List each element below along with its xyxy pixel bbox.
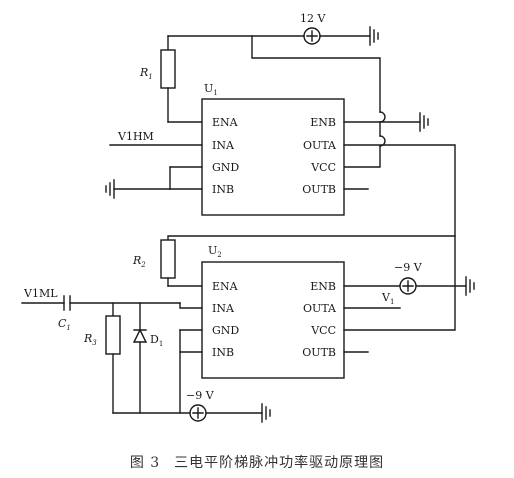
label-v1ml: V1ML [23,287,58,300]
ground-icon-u1-enb [419,112,429,132]
label-u1: U1 [204,82,218,97]
figure-title: 三电平阶梯脉冲功率驱动原理图 [174,455,385,471]
wire-hop-2 [379,135,386,147]
u2-pin-gnd: GND [212,324,239,337]
resistor-r2 [160,239,176,279]
resistor-r3 [105,315,121,355]
figure-caption: 图 3 三电平阶梯脉冲功率驱动原理图 [0,452,514,472]
ground-icon-u1 [105,179,115,199]
chip-u1: U1 ENA INA GND INB ENB OUTA VCC OUTB [201,82,345,216]
resistor-r1 [160,49,176,89]
u1-pin-gnd: GND [212,161,239,174]
u2-pin-outa: OUTA [303,302,337,315]
u1-pin-outa: OUTA [303,139,337,152]
ground-icon-bottom [261,403,271,423]
diode-d1 [132,328,148,343]
wire-hop-1 [379,111,386,123]
label-minus9v-right: −9 V [394,261,423,274]
wire-vcc-rail [251,35,381,113]
wire-vcc-to-u1 [343,145,381,168]
bottom-source-sign [192,407,204,419]
u1-pin-enb: ENB [310,116,336,129]
label-r3: R3 [83,332,97,347]
label-u2: U2 [208,244,222,259]
wire-u2-vcc [343,235,456,331]
r1: R1 [139,35,203,123]
u2-pin-outb: OUTB [302,346,336,359]
chip-u2: U2 ENA INA GND INB ENB OUTA VCC OUTB [201,244,345,379]
u2-pin-inb: INB [212,346,234,359]
u2-pin-ena: ENA [212,280,239,293]
label-r1: R1 [139,66,153,81]
u1-pin-ena: ENA [212,116,239,129]
label-r2: R2 [132,254,146,269]
u1-pin-ina: INA [212,139,235,152]
capacitor-c1 [63,295,71,311]
ground-icon-u2-enb [465,276,475,296]
top-source-sign [306,30,318,42]
u1-pin-vcc: VCC [310,161,336,174]
label-minus9v-bottom: −9 V [186,389,215,402]
r3: R3 [83,302,121,414]
u2-pin-enb: ENB [310,280,336,293]
label-d1: D1 [150,333,163,348]
label-v1hm: V1HM [117,130,154,143]
r2: R2 [132,239,203,287]
u1-pin-inb: INB [212,183,234,196]
u2-pin-vcc: VCC [310,324,336,337]
u2-pin-ina: INA [212,302,235,315]
d1: D1 [132,302,163,414]
wire-to-u2-ina [179,302,203,309]
label-c1: C1 [58,317,71,332]
label-v1-out: V1 [381,291,394,306]
u1-pin-outb: OUTB [302,183,336,196]
u2-body [201,261,345,379]
u2-source-sign [402,280,414,292]
ground-icon-top [369,26,379,46]
figure-number: 图 3 [129,455,161,471]
label-12v: 12 V [300,12,326,25]
top-supply: 12 V [167,12,379,46]
u1-body [201,98,345,216]
